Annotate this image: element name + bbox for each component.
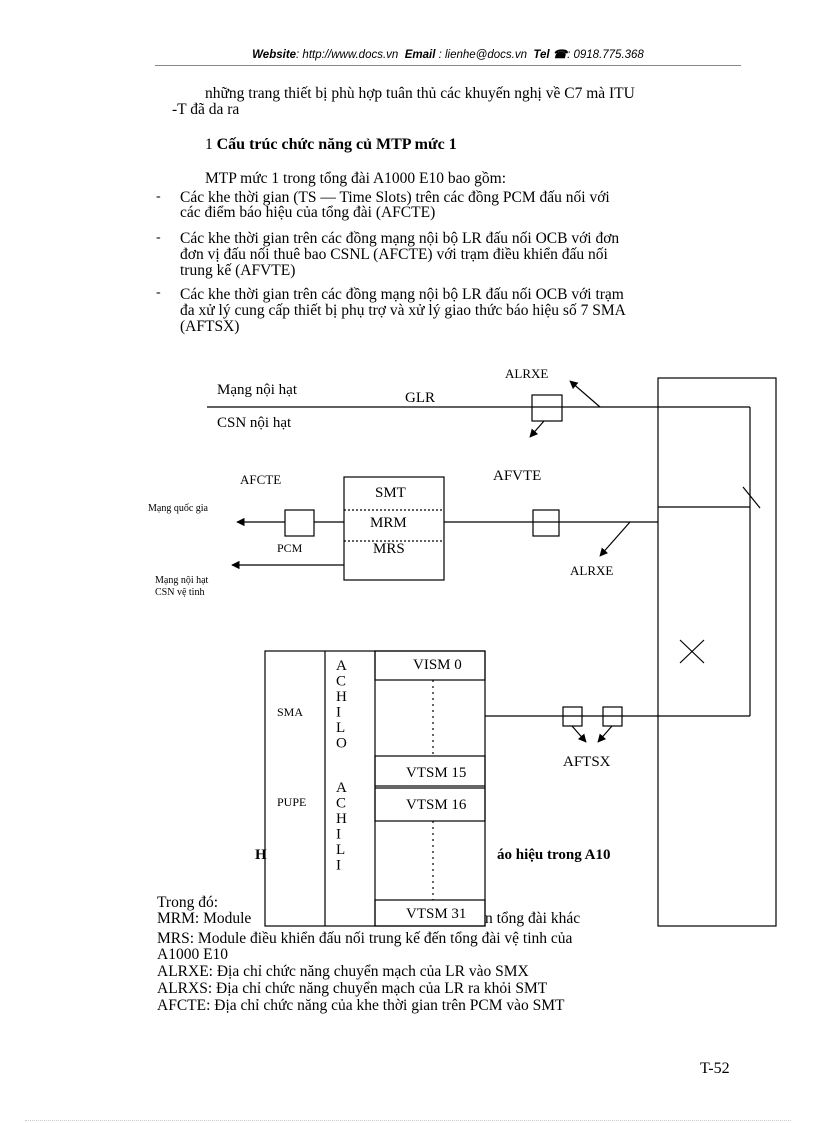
label-alrxe-mid: ALRXE [570, 563, 613, 578]
bullet-3-line-1: Các khe thời gian trên các đồng mạng nội… [180, 286, 624, 303]
vtsm31-box [374, 899, 486, 927]
bullet-1-line-1: Các khe thời gian (TS — Time Slots) trên… [180, 189, 610, 206]
bullet-dash: - [156, 189, 161, 204]
intro-line-1: những trang thiết bị phù hợp tuân thủ cá… [205, 85, 635, 102]
right-frame [657, 377, 777, 927]
vtsm15-box [374, 755, 486, 787]
label-csn-noi-hat: CSN nội hạt [217, 415, 292, 431]
alrxe-top-box [531, 394, 563, 422]
vertical-letter: I [336, 705, 341, 721]
page-number: T-52 [700, 1060, 730, 1077]
vertical-letter: C [336, 796, 346, 812]
bullet-dash: - [156, 230, 161, 245]
bullet-3-line-3: (AFTSX) [180, 318, 240, 335]
label-aftsx: AFTSX [563, 754, 611, 770]
label-afvte: AFVTE [493, 468, 541, 484]
label-afcte: AFCTE [240, 472, 281, 487]
vertical-letter: I [336, 827, 341, 843]
label-alrxe-top: ALRXE [505, 366, 548, 381]
label-glr: GLR [405, 390, 435, 406]
vertical-letter: A [336, 780, 347, 796]
section-number: 1 [205, 136, 213, 153]
label-vism0: VISM 0 [413, 657, 462, 673]
label-csn-ve-tinh: CSN vệ tinh [155, 587, 204, 598]
header-divider [155, 65, 741, 66]
vertical-letter: L [336, 720, 345, 736]
footer-divider [25, 1120, 791, 1121]
label-vtsm15: VTSM 15 [406, 765, 466, 781]
label-pcm: PCM [277, 541, 303, 555]
label-mrs: MRS [373, 541, 405, 557]
legend-intro: Trong đó: [157, 894, 219, 911]
vtsm16-box [374, 787, 486, 822]
legend-mrm-right: n tổng đài khác [485, 910, 581, 927]
legend-alrxe: ALRXE: Địa chỉ chức năng chuyển mạch của… [157, 963, 529, 980]
bullet-2-line-3: trung kế (AFVTE) [180, 262, 296, 279]
legend-afcte: AFCTE: Địa chỉ chức năng của khe thời gi… [157, 997, 565, 1014]
page-header: Website: http://www.docs.vn Email : lien… [155, 47, 741, 61]
label-sma: SMA [277, 705, 303, 719]
bullet-1-line-2: các điểm báo hiệu của tổng đài (AFCTE) [180, 204, 436, 221]
caption-right: áo hiệu trong A10 [497, 847, 611, 863]
section-heading: 1 Cấu trúc chức năng củ MTP mức 1 [205, 136, 457, 153]
bullet-2-line-1: Các khe thời gian trên các đồng mạng nội… [180, 230, 620, 247]
website-label: Website [252, 49, 297, 61]
paragraph: MTP mức 1 trong tổng đài A1000 E10 bao g… [205, 170, 507, 187]
afvte-box [532, 509, 560, 537]
label-mang-noi-hat-small: Mạng nội hạt [155, 575, 209, 586]
vertical-letter: O [336, 736, 347, 752]
email-value[interactable]: : lienhe@docs.vn [438, 49, 527, 61]
label-vtsm31: VTSM 31 [406, 906, 466, 922]
intro-line-2: -T đã da ra [172, 101, 240, 118]
bullet-3-line-2: đa xử lý cung cấp thiết bị phụ trợ và xử… [180, 302, 626, 319]
vertical-letter: I [336, 858, 341, 874]
legend-mrs-1: MRS: Module điều khiển đấu nối trung kế … [157, 930, 573, 947]
vertical-letter: C [336, 674, 346, 690]
vertical-letter: L [336, 842, 345, 858]
caption-left: H [255, 847, 267, 863]
label-pupe: PUPE [277, 795, 306, 809]
afcte-box [284, 509, 315, 537]
legend-mrm-left: MRM: Module [157, 910, 252, 927]
vertical-letter: A [336, 658, 347, 674]
smt-box [343, 476, 445, 581]
label-smt: SMT [375, 485, 406, 501]
vertical-letter: H [336, 689, 347, 705]
tel-label: Tel ☎ [533, 49, 568, 61]
bullet-dash: - [156, 285, 161, 300]
website-url[interactable]: : http://www.docs.vn [296, 49, 399, 61]
label-vtsm16: VTSM 16 [406, 797, 467, 813]
email-label: Email [404, 49, 436, 61]
legend-mrs-2: A1000 E10 [157, 946, 229, 963]
aftsx-box-2 [602, 706, 623, 727]
bullet-2-line-2: đơn vị đấu nối thuê bao CSNL (AFCTE) với… [180, 246, 608, 263]
section-title: Cấu trúc chức năng củ MTP mức 1 [216, 136, 457, 153]
label-mrm: MRM [370, 515, 407, 531]
legend-alrxs: ALRXS: Địa chỉ chức năng chuyển mạch của… [157, 980, 548, 997]
label-mang-noi-hat: Mạng nội hạt [217, 382, 298, 398]
vism0-box [374, 650, 486, 681]
label-mang-quoc-gia: Mạng quốc gia [148, 503, 209, 514]
tel-value: : 0918.775.368 [567, 49, 644, 61]
vertical-letter: H [336, 811, 347, 827]
